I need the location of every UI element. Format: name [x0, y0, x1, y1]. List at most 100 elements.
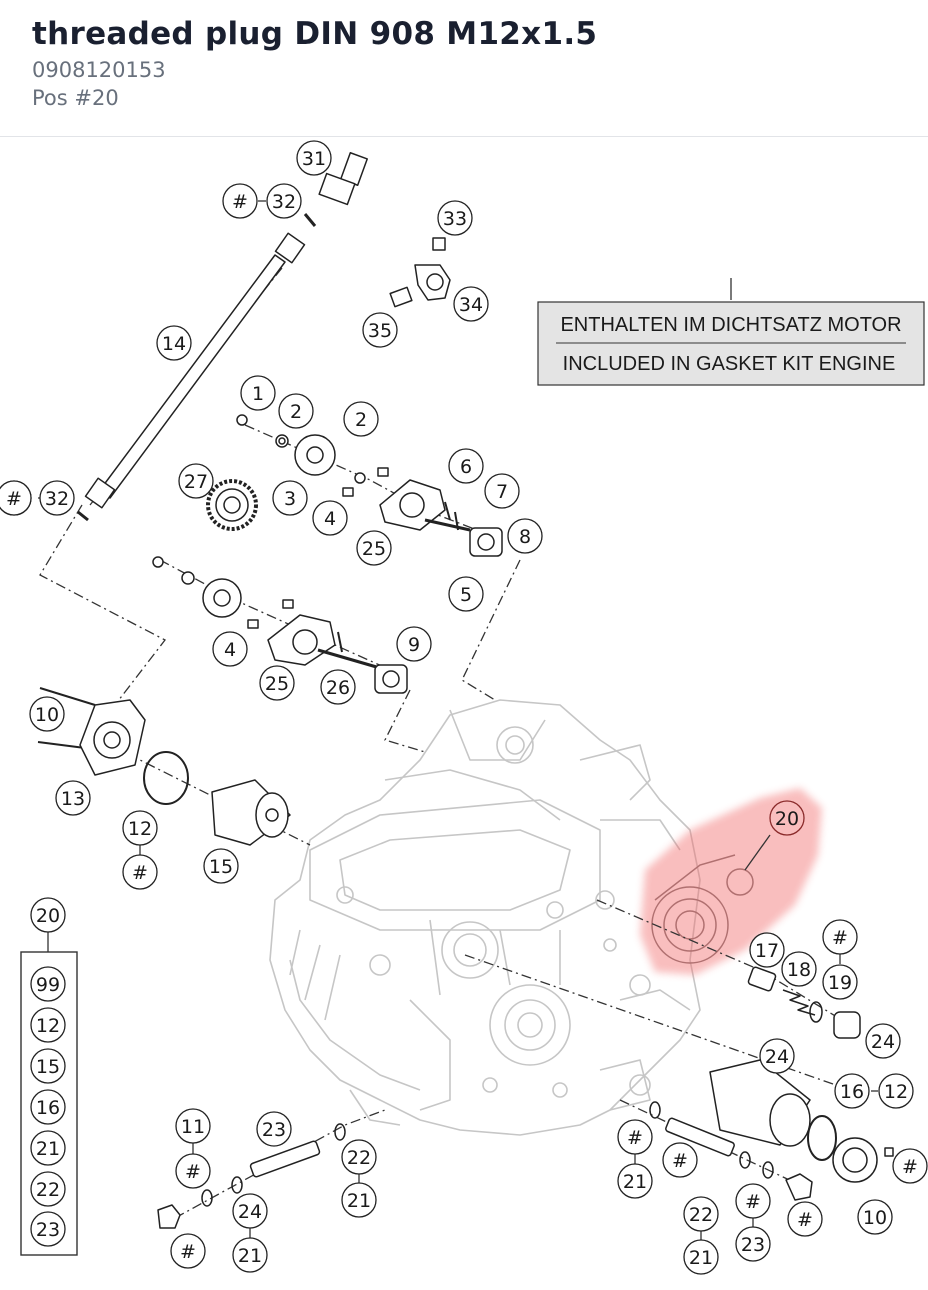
valve-part-22-right: [665, 1117, 735, 1157]
callout-25[interactable]: 25: [259, 665, 295, 701]
callout-number: #: [232, 191, 248, 213]
callout-16[interactable]: 16: [834, 1073, 870, 1109]
callout-12[interactable]: 12: [30, 1007, 66, 1043]
callout-18[interactable]: 18: [781, 951, 817, 987]
callout-21[interactable]: 21: [232, 1237, 268, 1273]
callout-21[interactable]: 21: [617, 1163, 653, 1199]
callout-circle: [30, 1211, 66, 1247]
callout-14[interactable]: 14: [156, 325, 192, 361]
callout-number: 15: [36, 1056, 60, 1078]
callout-2[interactable]: 2: [278, 393, 314, 429]
callout-circle: [683, 1196, 719, 1232]
callout-7[interactable]: 7: [484, 473, 520, 509]
callout-16[interactable]: 16: [30, 1089, 66, 1125]
callout-circle: [122, 854, 158, 890]
callout-15[interactable]: 15: [203, 848, 239, 884]
callout-hash[interactable]: #: [170, 1233, 206, 1269]
callout-20[interactable]: 20: [30, 897, 66, 933]
callout-circle: [259, 665, 295, 701]
callout-circle: [170, 1233, 206, 1269]
callout-hash[interactable]: #: [822, 919, 858, 955]
callout-number: 18: [787, 959, 811, 981]
callout-24[interactable]: 24: [759, 1038, 795, 1074]
callout-number: 1: [252, 383, 264, 405]
callout-2[interactable]: 2: [343, 401, 379, 437]
callout-4[interactable]: 4: [312, 500, 348, 536]
kit-line-en: INCLUDED IN GASKET KIT ENGINE: [563, 353, 896, 375]
callout-9[interactable]: 9: [396, 626, 432, 662]
callout-22[interactable]: 22: [341, 1139, 377, 1175]
callout-hash[interactable]: #: [662, 1142, 698, 1178]
callout-35[interactable]: 35: [362, 312, 398, 348]
callout-number: 2: [355, 409, 367, 431]
callout-32[interactable]: 32: [39, 480, 75, 516]
callout-34[interactable]: 34: [453, 286, 489, 322]
callout-number: #: [902, 1156, 918, 1178]
callout-number: 11: [181, 1116, 205, 1138]
callout-number: #: [832, 927, 848, 949]
callout-circle: [175, 1153, 211, 1189]
callout-11[interactable]: 11: [175, 1108, 211, 1144]
callout-circle: [769, 800, 805, 836]
callout-number: 3: [284, 488, 296, 510]
callout-25[interactable]: 25: [356, 530, 392, 566]
callout-number: 24: [238, 1201, 262, 1223]
callout-21[interactable]: 21: [30, 1130, 66, 1166]
callout-23[interactable]: 23: [30, 1211, 66, 1247]
part-header: threaded plug DIN 908 M12x1.5 0908120153…: [0, 0, 928, 137]
callout-hash[interactable]: #: [0, 480, 32, 516]
callout-circle: [448, 576, 484, 612]
callout-5[interactable]: 5: [448, 576, 484, 612]
callout-99[interactable]: 99: [30, 966, 66, 1002]
callout-22[interactable]: 22: [30, 1171, 66, 1207]
callout-10[interactable]: 10: [857, 1199, 893, 1235]
callout-26[interactable]: 26: [320, 669, 356, 705]
callout-24[interactable]: 24: [865, 1023, 901, 1059]
callout-19[interactable]: 19: [822, 964, 858, 1000]
callout-hash[interactable]: #: [787, 1201, 823, 1237]
callout-number: #: [132, 862, 148, 884]
callout-8[interactable]: 8: [507, 518, 543, 554]
gear-part-27: [206, 479, 258, 531]
callout-21[interactable]: 21: [341, 1182, 377, 1218]
callout-23[interactable]: 23: [256, 1111, 292, 1147]
callout-circle: [396, 626, 432, 662]
callout-circle: [122, 810, 158, 846]
callout-17[interactable]: 17: [749, 932, 785, 968]
callout-15[interactable]: 15: [30, 1048, 66, 1084]
callout-number: 12: [128, 818, 152, 840]
highlight-pos-20[interactable]: [640, 788, 822, 975]
callout-20[interactable]: 20: [769, 800, 805, 836]
callout-3[interactable]: 3: [272, 480, 308, 516]
callout-number: 35: [368, 320, 392, 342]
callout-12[interactable]: 12: [122, 810, 158, 846]
callout-21[interactable]: 21: [683, 1239, 719, 1275]
callout-22[interactable]: 22: [683, 1196, 719, 1232]
callout-number: 24: [871, 1031, 895, 1053]
callout-10[interactable]: 10: [29, 696, 65, 732]
kit-99-box: [20, 951, 78, 1256]
callout-hash[interactable]: #: [892, 1148, 928, 1184]
callout-12[interactable]: 12: [878, 1073, 914, 1109]
callout-circle: [759, 1038, 795, 1074]
parts-drawing: [37, 152, 894, 1229]
callout-13[interactable]: 13: [55, 780, 91, 816]
callout-hash[interactable]: #: [222, 183, 258, 219]
callout-hash[interactable]: #: [617, 1119, 653, 1155]
callout-circle: [240, 375, 276, 411]
sensor-part-31: [318, 152, 368, 206]
callout-33[interactable]: 33: [437, 200, 473, 236]
callout-4[interactable]: 4: [212, 631, 248, 667]
callout-6[interactable]: 6: [448, 448, 484, 484]
callout-hash[interactable]: #: [175, 1153, 211, 1189]
callout-circle: [203, 848, 239, 884]
callout-23[interactable]: 23: [735, 1226, 771, 1262]
callout-31[interactable]: 31: [296, 140, 332, 176]
callout-24[interactable]: 24: [232, 1193, 268, 1229]
callout-hash[interactable]: #: [735, 1183, 771, 1219]
callout-32[interactable]: 32: [266, 183, 302, 219]
callout-hash[interactable]: #: [122, 854, 158, 890]
callout-number: 14: [162, 333, 186, 355]
callout-1[interactable]: 1: [240, 375, 276, 411]
callout-27[interactable]: 27: [178, 463, 214, 499]
